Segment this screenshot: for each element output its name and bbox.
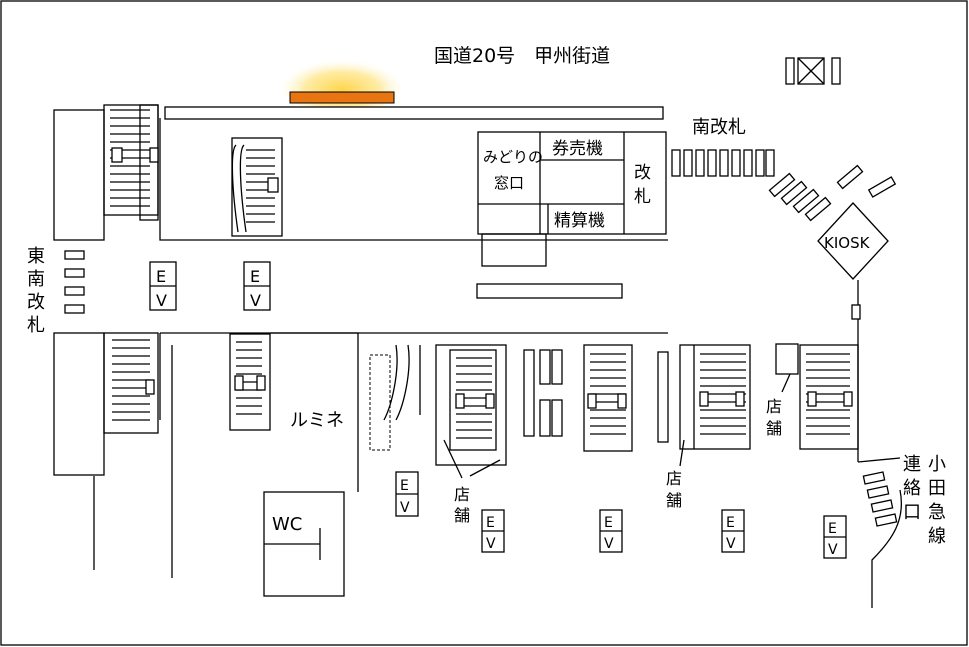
elevator-7-v: V	[828, 542, 838, 558]
stairs-c	[679, 344, 751, 450]
odakyu-wall-curve	[871, 489, 902, 608]
odakyu-col2-3: 急	[928, 502, 946, 523]
shop-label-c-2: 舗	[766, 419, 782, 438]
right-wall-post	[851, 304, 861, 320]
kiosk-label: KIOSK	[824, 234, 871, 252]
elevator-2-e: E	[250, 267, 260, 286]
stairs-d	[799, 344, 859, 450]
elevator-3-e: E	[400, 478, 409, 494]
left-lower-stairs	[53, 332, 159, 476]
elevator-7-e: E	[828, 521, 837, 537]
top-corridor-bar	[164, 106, 664, 120]
odakyu-wall-top	[857, 457, 901, 463]
stairs-a	[435, 344, 507, 466]
odakyu-col2-4: 線	[928, 526, 946, 547]
stairs-b	[583, 344, 633, 452]
odakyu-col2-2: 田	[928, 478, 946, 499]
elevator-1-v: V	[156, 291, 167, 310]
elevator-4-v: V	[486, 536, 496, 552]
south-gate-turnstiles	[671, 149, 775, 177]
elevator-7	[823, 515, 847, 559]
shop-pointer-line-b	[679, 439, 685, 467]
elevator-4	[481, 509, 505, 553]
southeast-gate-label-4: 札	[27, 315, 45, 336]
lumine-label: ルミネ	[290, 410, 344, 431]
shop-label-a-1: 店	[454, 485, 470, 504]
southeast-gate-label-2: 南	[27, 269, 45, 290]
pillars-a	[523, 349, 563, 437]
odakyu-col2-1: 小	[928, 454, 946, 475]
locker-icon	[785, 57, 841, 85]
lumine-block	[270, 332, 359, 492]
shop-label-a-2: 舗	[454, 506, 470, 525]
shop-label-b-1: 店	[666, 469, 682, 488]
wc-label: WC	[272, 514, 302, 535]
shop-pointer-lines-a	[443, 439, 501, 479]
elevator-3	[395, 471, 419, 517]
road-label: 国道20号 甲州街道	[434, 45, 610, 67]
odakyu-col1-1: 連	[903, 454, 921, 475]
shop-label-b-2: 舗	[666, 491, 682, 510]
ticket-machines-label: 券売機	[552, 139, 603, 159]
elevator-3-v: V	[400, 500, 410, 516]
elevator-5	[599, 509, 623, 553]
elevator-5-v: V	[604, 536, 614, 552]
lumine-stairs	[229, 333, 271, 431]
odakyu-col1-3: 口	[903, 502, 921, 523]
small-shop	[775, 343, 799, 375]
southeast-gate-turnstiles	[64, 250, 85, 314]
wc-block	[263, 491, 345, 597]
left-upper-stairs	[53, 104, 159, 241]
current-location-marker	[289, 91, 395, 104]
kiosk-shop	[817, 202, 889, 280]
concourse-outline	[159, 118, 668, 334]
elevator-5-e: E	[604, 515, 613, 531]
gate-vertical-label-1: 改	[634, 163, 651, 183]
upper-escalator	[231, 137, 283, 237]
midori-window-label-1: みどりの	[483, 148, 543, 166]
shop-pointer-line-c	[781, 373, 791, 393]
elevator-6	[721, 509, 745, 553]
shop-label-c-1: 店	[766, 397, 782, 416]
elevator-1	[149, 261, 177, 311]
midori-window-label-2: 窓口	[494, 174, 524, 192]
fare-adjustment-label: 精算機	[554, 211, 605, 231]
lumine-escalator	[369, 344, 421, 451]
elevator-1-e: E	[156, 267, 166, 286]
elevator-2-v: V	[250, 291, 261, 310]
gate-vertical-label-2: 札	[634, 187, 651, 207]
concourse-bar	[476, 283, 623, 299]
elevator-6-e: E	[726, 515, 735, 531]
southeast-gate-label-3: 改	[27, 292, 45, 313]
diagonal-turnstiles	[768, 164, 897, 222]
ticket-office	[477, 131, 667, 267]
odakyu-turnstiles	[862, 471, 898, 527]
odakyu-col1-2: 絡	[903, 478, 921, 499]
current-location-glow	[280, 54, 404, 114]
elevator-6-v: V	[726, 536, 736, 552]
southeast-gate-label-1: 東	[27, 246, 45, 267]
south-gate-label: 南改札	[692, 117, 746, 138]
elevator-2	[243, 261, 271, 311]
pillar-b	[657, 351, 669, 443]
elevator-4-e: E	[486, 515, 495, 531]
